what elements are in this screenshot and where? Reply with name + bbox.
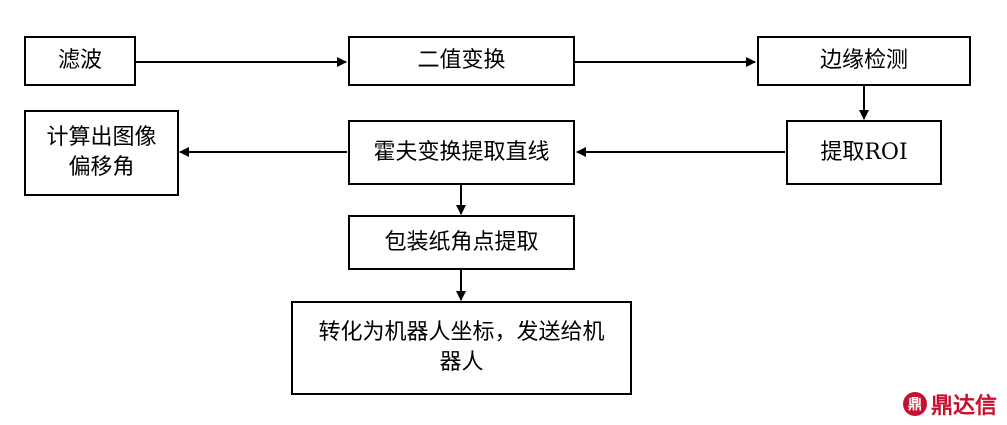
logo-text: 鼎达信 (930, 394, 997, 419)
node-filter-label: 滤波 (57, 48, 102, 73)
node-extract-roi-label: 提取ROI (820, 139, 908, 165)
node-offset-angle-label: 计算出图像偏移角 (46, 125, 157, 180)
node-hough-lines: 霍夫变换提取直线 (348, 120, 575, 185)
node-offset-angle: 计算出图像偏移角 (24, 110, 179, 196)
node-corner-extraction-label: 包装纸角点提取 (384, 229, 539, 255)
node-filter: 滤波 (24, 36, 136, 86)
logo-mark-icon: 鼎 (902, 392, 927, 416)
node-edge-detection-label: 边缘检测 (819, 48, 908, 73)
node-robot-coordinates: 转化为机器人坐标，发送给机器人 (291, 301, 632, 395)
watermark-logo: 鼎 鼎达信 (902, 388, 997, 420)
node-binarize-label: 二值变换 (417, 48, 506, 73)
node-extract-roi: 提取ROI (786, 120, 942, 185)
node-binarize: 二值变换 (348, 36, 575, 86)
node-hough-lines-label: 霍夫变换提取直线 (373, 139, 550, 165)
node-edge-detection: 边缘检测 (757, 36, 971, 86)
node-robot-coordinates-label: 转化为机器人坐标，发送给机器人 (318, 320, 605, 375)
node-corner-extraction: 包装纸角点提取 (348, 215, 575, 270)
